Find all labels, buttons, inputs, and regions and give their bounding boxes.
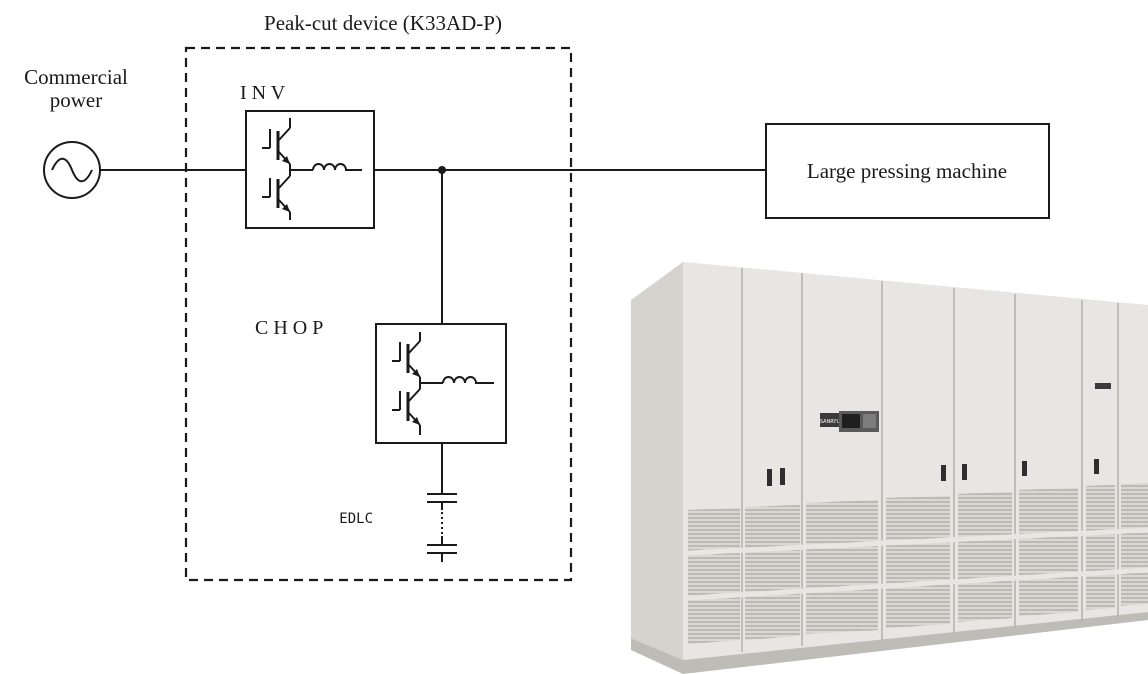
ventilation-grills — [688, 483, 1148, 644]
cabinet-door-seams — [741, 268, 1119, 652]
door-handle-icon — [1022, 461, 1027, 476]
cabinet-nameplate — [1095, 383, 1111, 389]
edlc-label: EDLC — [339, 511, 373, 527]
cabinet-side — [631, 262, 683, 660]
cabinet-photo: SANRYU — [631, 262, 1148, 674]
panel-badge-text: SANRYU — [820, 419, 841, 425]
door-handle-icon — [1094, 459, 1099, 474]
chop-label: C H O P — [255, 317, 323, 339]
commercial-power-label-line2: power — [50, 88, 102, 112]
peak-cut-device-boundary — [184, 46, 573, 582]
cabinet-control-panel: SANRYU — [820, 383, 1111, 432]
door-handle-icon — [767, 469, 772, 486]
panel-badge — [820, 413, 840, 427]
door-handle-icon — [962, 464, 967, 480]
igbt-symbol-icon — [262, 127, 291, 165]
igbt-symbol-icon — [392, 340, 421, 378]
panel-display-screen — [842, 414, 860, 428]
grill-row-dividers — [687, 527, 1148, 601]
cabinet-plinth — [631, 612, 1148, 674]
panel-keypad — [863, 414, 876, 428]
chop-converter-block — [375, 323, 507, 444]
door-handle-icon — [780, 468, 785, 485]
large-pressing-machine-label: Large pressing machine — [807, 159, 1007, 183]
igbt-symbol-icon — [392, 388, 421, 426]
device-title: Peak-cut device (K33AD-P) — [264, 11, 502, 35]
ac-source-icon — [43, 141, 101, 199]
edlc-capacitor-icon — [427, 493, 457, 562]
large-pressing-machine-box: Large pressing machine — [765, 123, 1050, 219]
inductor-icon — [312, 163, 362, 171]
igbt-symbol-icon — [262, 175, 291, 213]
door-handles — [767, 459, 1099, 486]
commercial-power-label: Commercial — [24, 65, 128, 89]
door-handle-icon — [941, 465, 946, 481]
inv-converter-block — [245, 110, 375, 229]
inductor-icon — [442, 376, 494, 384]
inv-label: I N V — [240, 82, 286, 104]
